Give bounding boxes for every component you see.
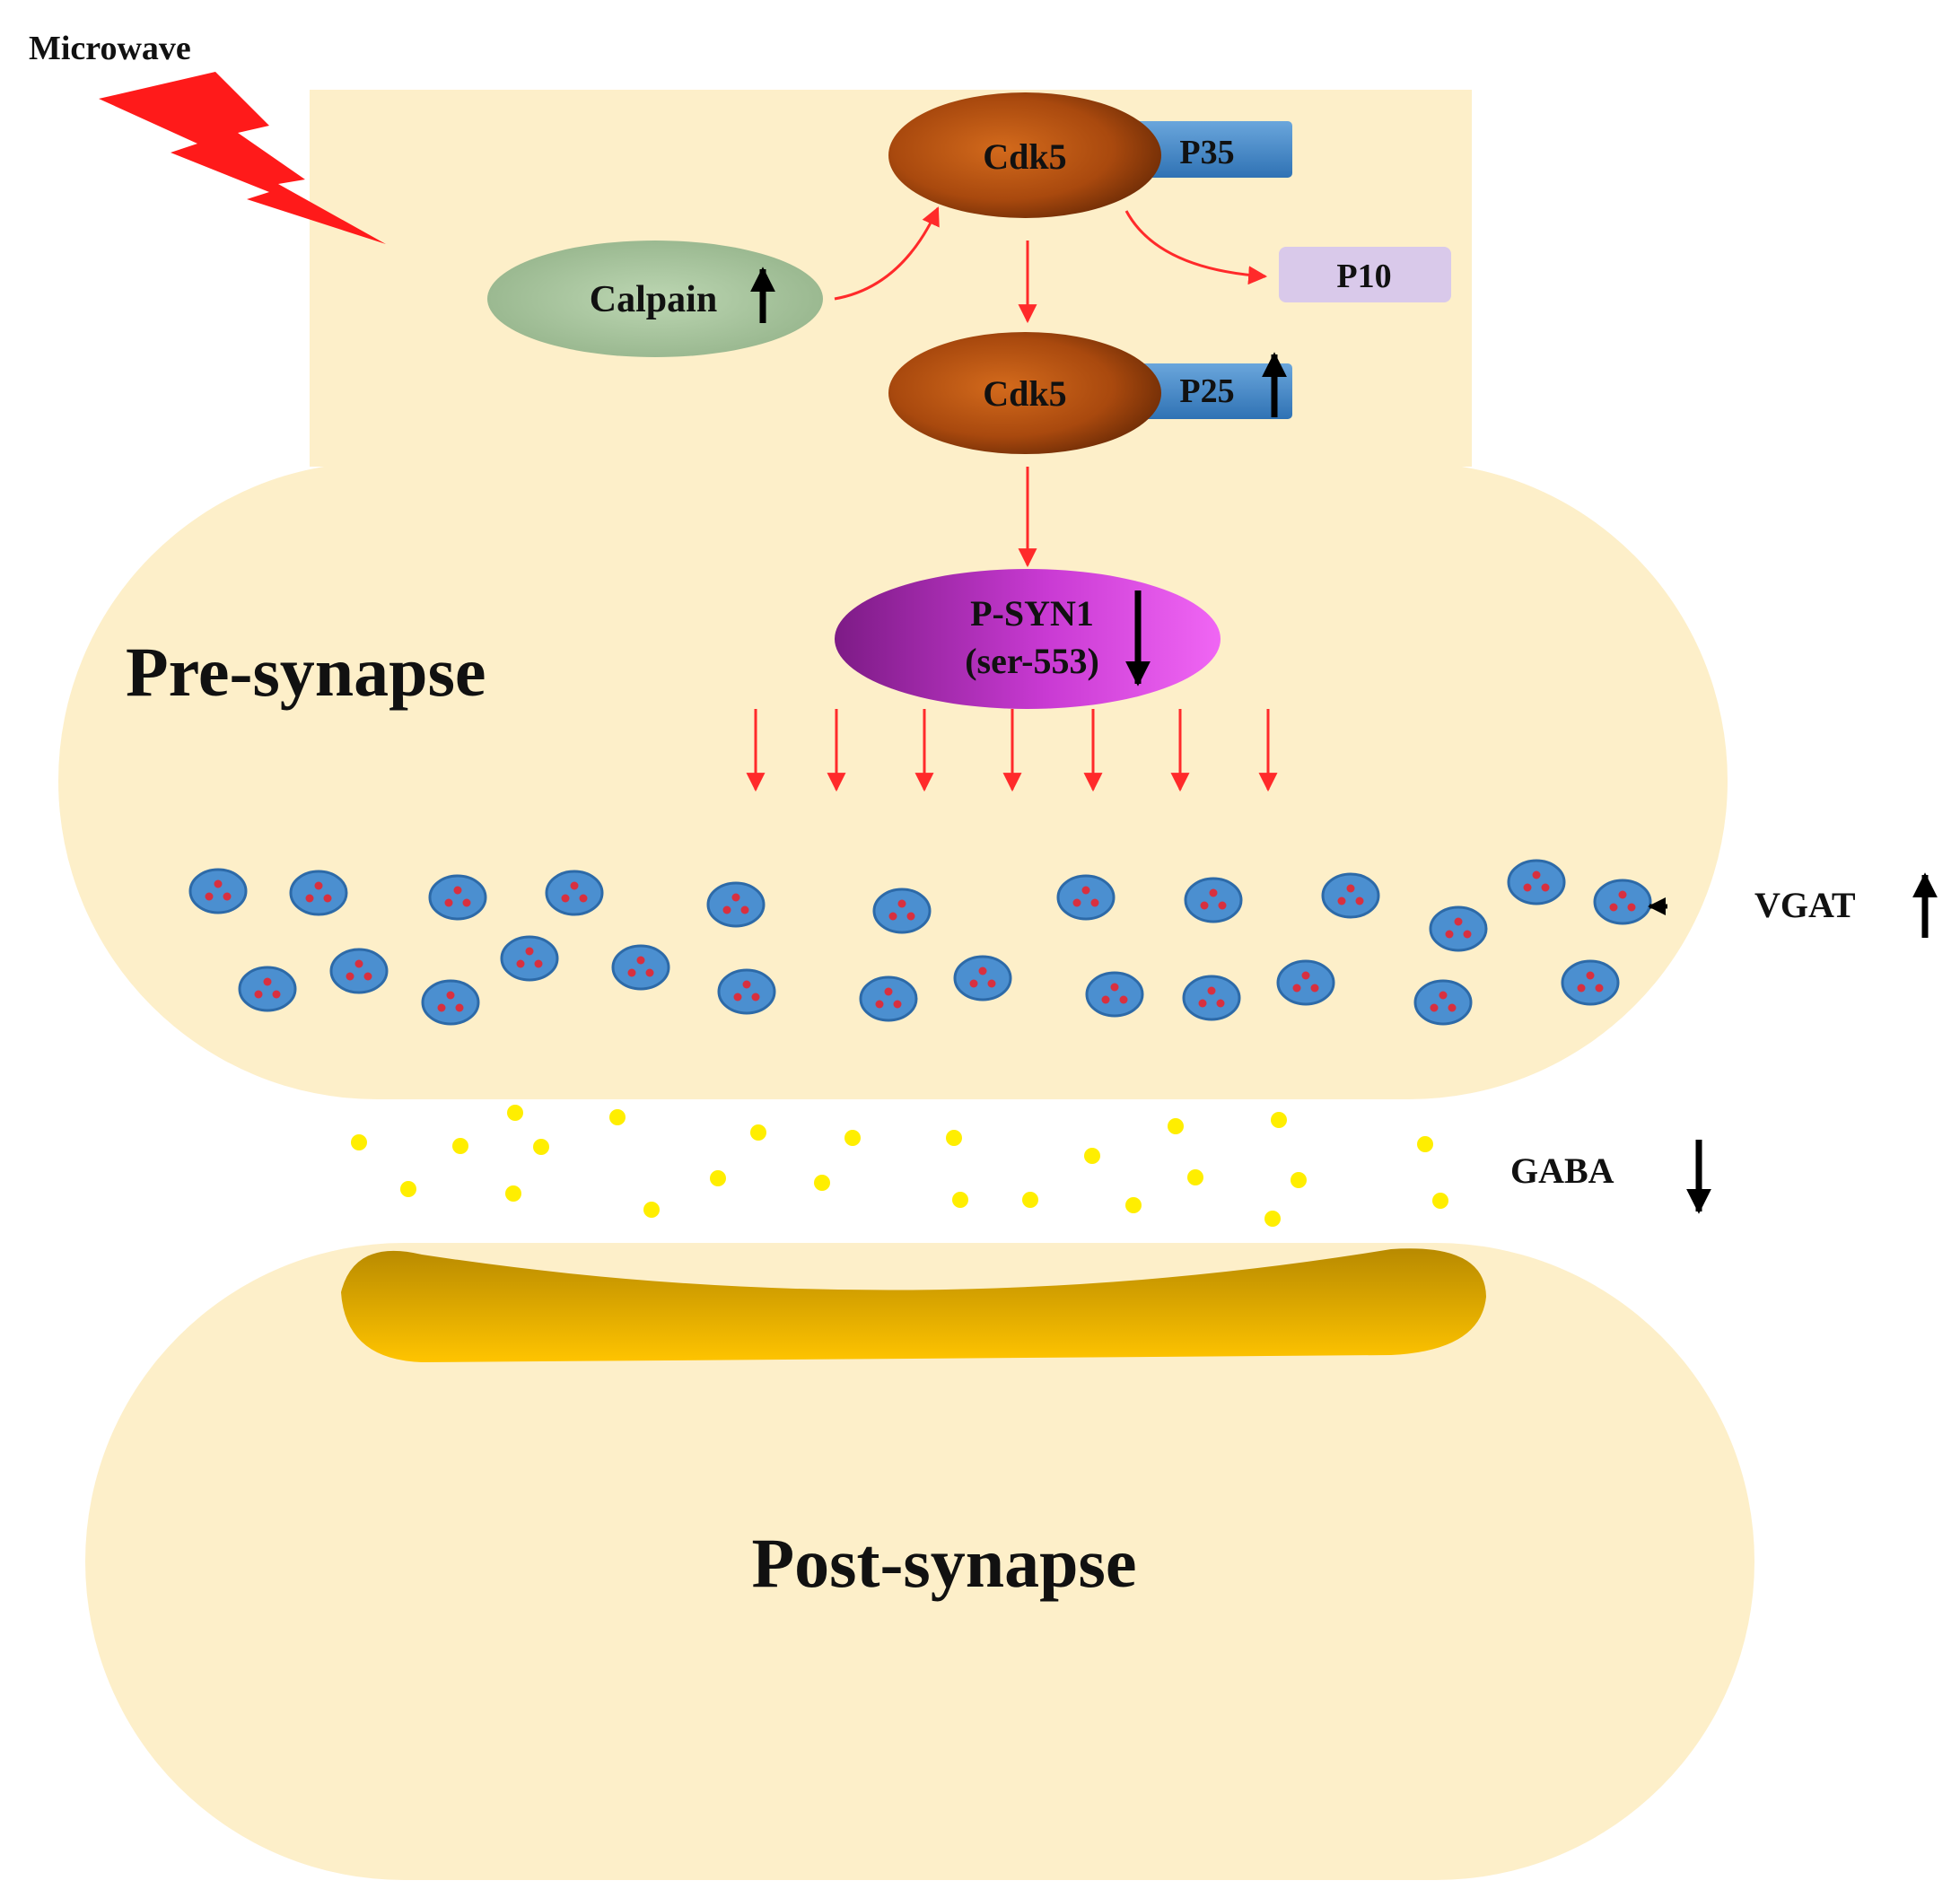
synaptic-vesicle	[872, 888, 932, 934]
synaptic-vesicle	[1184, 877, 1243, 923]
calpain-ellipse	[487, 241, 823, 357]
gaba-dot	[1125, 1197, 1142, 1213]
synaptic-vesicle	[1056, 874, 1116, 921]
synaptic-vesicle	[1413, 979, 1473, 1026]
gaba-dot	[1271, 1112, 1287, 1128]
p25-label: P25	[1179, 372, 1234, 410]
gaba-dot	[750, 1124, 766, 1141]
synaptic-vesicle	[1593, 879, 1652, 925]
synaptic-vesicle	[500, 935, 559, 982]
psyn1-label-line2: (ser-553)	[965, 641, 1099, 681]
gaba-dot	[507, 1105, 523, 1121]
synaptic-vesicle	[289, 870, 348, 916]
synaptic-vesicle	[1507, 859, 1566, 905]
synaptic-vesicle	[329, 948, 389, 994]
post-synapse-cell	[85, 1243, 1754, 1880]
cdk5-bottom-label: Cdk5	[983, 373, 1066, 414]
vesicle-group	[188, 859, 1652, 1026]
vgat-indicator: VGAT	[1754, 872, 1938, 938]
gaba-dot	[505, 1185, 521, 1202]
synaptic-vesicle	[1429, 905, 1488, 952]
gaba-dot	[609, 1109, 626, 1125]
synaptic-vesicle	[428, 874, 487, 921]
gaba-dot	[946, 1130, 962, 1146]
cdk5-p25-complex: Cdk5 P25	[888, 332, 1292, 454]
pre-synapse-bouton	[58, 462, 1728, 1099]
p10-label: P10	[1336, 258, 1391, 295]
synaptic-vesicle	[953, 955, 1012, 1001]
release-arrows	[746, 709, 1278, 792]
cdk5-p35-complex: Cdk5 P35	[888, 92, 1292, 218]
p10-node: P10	[1279, 247, 1451, 302]
microwave-label: Microwave	[29, 30, 191, 67]
synaptic-vesicle	[188, 868, 248, 914]
arrow-cdk5-to-p10	[1124, 210, 1268, 285]
gaba-dot	[1084, 1148, 1100, 1164]
vgat-label: VGAT	[1754, 885, 1856, 925]
synaptic-vesicle	[1561, 959, 1620, 1006]
pathway-arrows	[834, 206, 1268, 568]
synaptic-vesicle	[717, 968, 776, 1015]
gaba-dot	[710, 1170, 726, 1186]
gaba-dot	[1432, 1193, 1448, 1209]
gaba-dot	[351, 1134, 367, 1150]
synaptic-vesicle	[238, 966, 297, 1012]
psyn1-ellipse	[835, 569, 1221, 709]
cdk5-top-ellipse	[888, 92, 1161, 218]
gaba-dot	[814, 1175, 830, 1191]
gaba-dot	[452, 1138, 468, 1154]
psyn1-node: P-SYN1 (ser-553)	[835, 569, 1221, 709]
p35-label: P35	[1179, 134, 1234, 171]
p10-box	[1279, 247, 1451, 302]
calpain-node: Calpain	[487, 241, 823, 357]
gaba-dot	[1022, 1192, 1038, 1208]
synaptic-vesicle	[545, 870, 604, 916]
pre-synapse-label: Pre-synapse	[126, 633, 486, 711]
psyn1-label-line1: P-SYN1	[970, 593, 1094, 634]
synaptic-vesicle	[1085, 971, 1144, 1018]
post-synapse-label: Post-synapse	[751, 1524, 1136, 1602]
gaba-dot	[533, 1139, 549, 1155]
gaba-dot	[1187, 1169, 1203, 1185]
synaptic-vesicle	[706, 881, 766, 928]
gaba-dot	[643, 1202, 660, 1218]
synaptic-vesicle	[1276, 959, 1335, 1006]
gaba-indicator: GABA	[1510, 1140, 1711, 1214]
gaba-dot	[1291, 1172, 1307, 1188]
postsynaptic-receptor-band	[341, 1248, 1486, 1362]
gaba-dot	[1264, 1211, 1281, 1227]
pre-synapse-cell	[58, 90, 1728, 1099]
synaptic-vesicle	[611, 944, 670, 991]
synaptic-vesicle	[859, 975, 918, 1022]
gaba-dot	[400, 1181, 416, 1197]
gaba-dot	[844, 1130, 861, 1146]
gaba-dot-group	[351, 1105, 1448, 1227]
arrow-calpain-to-cdk5	[834, 206, 940, 301]
synaptic-vesicle	[1182, 975, 1241, 1021]
microwave-lightning-icon	[99, 72, 386, 244]
calpain-label: Calpain	[590, 279, 717, 320]
synaptic-vesicle	[421, 979, 480, 1026]
gaba-dot	[1417, 1136, 1433, 1152]
gaba-dot	[952, 1192, 968, 1208]
synaptic-vesicle	[1321, 872, 1380, 919]
gaba-dot	[1168, 1118, 1184, 1134]
cdk5-top-label: Cdk5	[983, 136, 1066, 177]
cdk5-bottom-ellipse	[888, 332, 1161, 454]
gaba-label: GABA	[1510, 1150, 1614, 1191]
